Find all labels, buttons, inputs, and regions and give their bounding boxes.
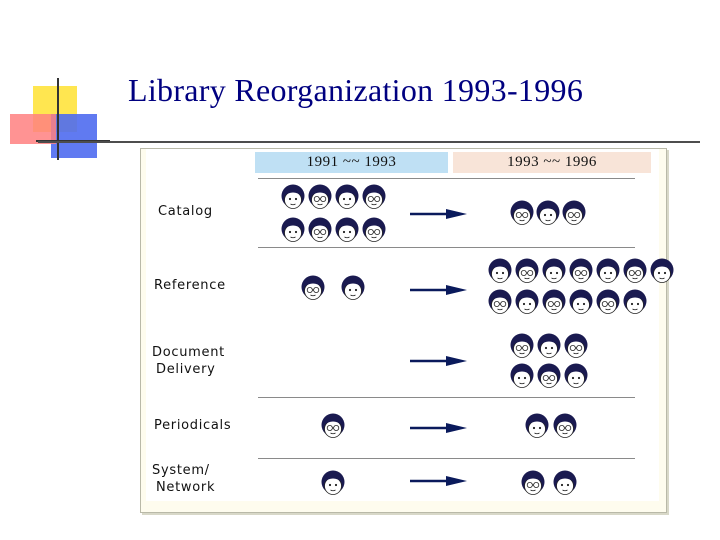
person-face-icon <box>525 413 549 438</box>
person-face-icon <box>335 217 359 242</box>
person-face-icon <box>542 289 566 314</box>
person-face-icon <box>623 289 647 314</box>
person-face-icon <box>321 413 345 438</box>
person-face-icon <box>537 333 561 358</box>
person-face-icon <box>308 217 332 242</box>
person-face-icon <box>623 258 647 283</box>
column-header-before: 1991 ~~ 1993 <box>255 152 448 173</box>
right-arrow-icon <box>410 356 467 366</box>
person-face-icon <box>564 333 588 358</box>
person-face-icon <box>510 200 534 225</box>
row-separator <box>258 458 635 459</box>
row-label-periodicals: Periodicals <box>154 417 231 434</box>
person-face-icon <box>553 413 577 438</box>
row-label-system-network: System/ Network <box>152 462 215 496</box>
row-label-line: Reference <box>154 278 226 293</box>
row-label-reference: Reference <box>154 277 226 294</box>
person-face-icon <box>281 217 305 242</box>
person-face-icon <box>321 470 345 495</box>
column-header-after: 1993 ~~ 1996 <box>453 152 651 173</box>
person-face-icon <box>536 200 560 225</box>
person-face-icon <box>564 363 588 388</box>
person-face-icon <box>362 217 386 242</box>
person-face-icon <box>341 275 365 300</box>
row-separator <box>258 247 635 248</box>
title-underline <box>38 141 700 143</box>
row-label-catalog: Catalog <box>158 203 213 220</box>
row-label-document-delivery: Document Delivery <box>152 344 225 378</box>
person-face-icon <box>510 363 534 388</box>
row-separator <box>258 397 635 398</box>
row-label-line: Document <box>152 345 225 360</box>
right-arrow-icon <box>410 423 467 433</box>
person-face-icon <box>308 184 332 209</box>
person-face-icon <box>569 289 593 314</box>
person-face-icon <box>488 289 512 314</box>
person-face-icon <box>569 258 593 283</box>
right-arrow-icon <box>410 476 467 486</box>
person-face-icon <box>596 258 620 283</box>
person-face-icon <box>542 258 566 283</box>
row-label-line: Periodicals <box>154 418 232 433</box>
person-face-icon <box>335 184 359 209</box>
person-face-icon <box>362 184 386 209</box>
person-face-icon <box>510 333 534 358</box>
right-arrow-icon <box>410 209 467 219</box>
person-face-icon <box>553 470 577 495</box>
row-label-line: System/ <box>152 463 210 478</box>
row-separator <box>258 178 635 179</box>
slide-title: Library Reorganization 1993-1996 <box>128 72 584 108</box>
row-label-line: Delivery <box>156 362 216 377</box>
person-face-icon <box>537 363 561 388</box>
person-face-icon <box>521 470 545 495</box>
right-arrow-icon <box>410 285 467 295</box>
row-label-line: Catalog <box>158 204 213 219</box>
person-face-icon <box>488 258 512 283</box>
person-face-icon <box>515 258 539 283</box>
person-face-icon <box>515 289 539 314</box>
row-label-line: Network <box>156 480 216 495</box>
person-face-icon <box>281 184 305 209</box>
person-face-icon <box>596 289 620 314</box>
person-face-icon <box>650 258 674 283</box>
person-face-icon <box>562 200 586 225</box>
person-face-icon <box>301 275 325 300</box>
